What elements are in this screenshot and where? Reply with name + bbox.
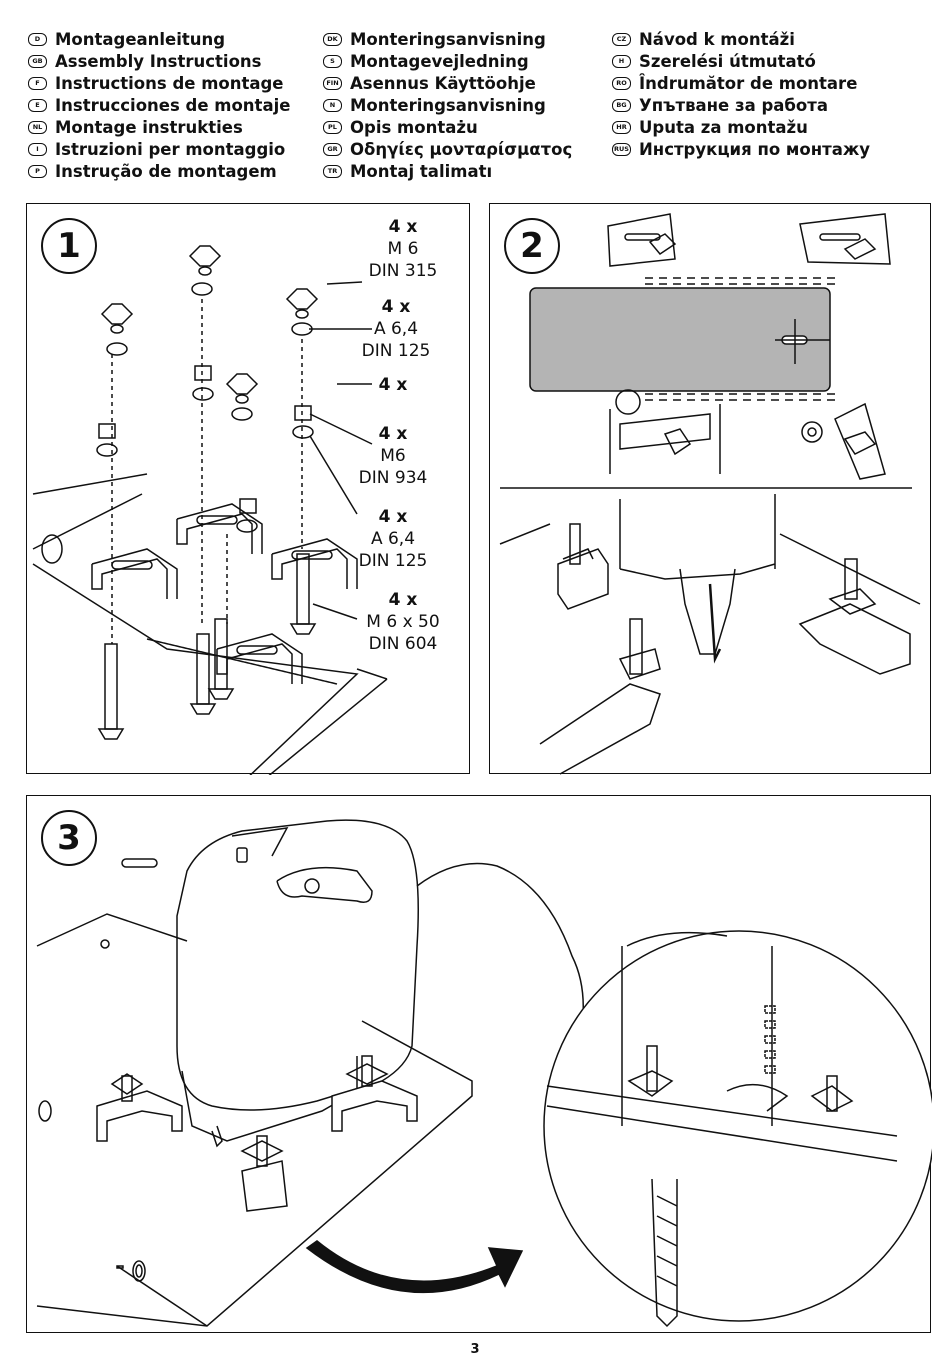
language-title: Montageanleitung bbox=[55, 29, 226, 49]
country-code-badge: PL bbox=[323, 120, 342, 134]
language-title: Asennus Käyttöohje bbox=[350, 73, 536, 93]
clamp-label: 4 x bbox=[378, 375, 408, 395]
language-item: DK Monteringsanvisning bbox=[323, 28, 572, 50]
step-2-panel: 2 bbox=[489, 203, 931, 775]
step-3-number: 3 bbox=[41, 810, 97, 866]
country-code-badge: BG bbox=[612, 98, 631, 112]
country-code-badge: CZ bbox=[612, 32, 631, 46]
country-code-badge: HR bbox=[612, 120, 631, 134]
language-item: H Szerelési útmutató bbox=[612, 50, 870, 72]
step-2-number: 2 bbox=[504, 218, 560, 274]
language-title: Monteringsanvisning bbox=[350, 29, 546, 49]
country-code-badge: I bbox=[28, 142, 47, 156]
country-code-badge: P bbox=[28, 164, 47, 178]
step-2-illustration bbox=[499, 213, 921, 775]
country-code-badge: NL bbox=[28, 120, 47, 134]
language-title: Návod k montáži bbox=[639, 29, 795, 49]
country-code-badge: D bbox=[28, 32, 47, 46]
language-item: PL Opis montażu bbox=[323, 116, 572, 138]
language-item: RUS Инструкция по монтажу bbox=[612, 138, 870, 160]
language-item: N Monteringsanvisning bbox=[323, 94, 572, 116]
language-item: F Instructions de montage bbox=[28, 72, 290, 94]
language-title: Инструкция по монтажу bbox=[639, 139, 871, 159]
country-code-badge: GR bbox=[323, 142, 342, 156]
language-title: Montage instrukties bbox=[55, 117, 243, 137]
language-title: Istruzioni per montaggio bbox=[55, 139, 286, 159]
country-code-badge: GB bbox=[28, 54, 47, 68]
language-item: P Instrução de montagem bbox=[28, 160, 290, 182]
language-title: Assembly Instructions bbox=[55, 51, 262, 71]
language-title: Uputa za montažu bbox=[639, 117, 808, 137]
language-item: HR Uputa za montažu bbox=[612, 116, 870, 138]
step-3-illustration bbox=[36, 819, 932, 1328]
language-item: FIN Asennus Käyttöohje bbox=[323, 72, 572, 94]
language-title: Monteringsanvisning bbox=[350, 95, 546, 115]
language-title: Οδηγίες μονταρίσματος bbox=[350, 139, 573, 159]
country-code-badge: RO bbox=[612, 76, 631, 90]
country-code-badge: TR bbox=[323, 164, 342, 178]
language-item: D Montageanleitung bbox=[28, 28, 290, 50]
language-item: NL Montage instrukties bbox=[28, 116, 290, 138]
country-code-badge: F bbox=[28, 76, 47, 90]
language-item: GB Assembly Instructions bbox=[28, 50, 290, 72]
language-item: S Montagevejledning bbox=[323, 50, 572, 72]
country-code-badge: N bbox=[323, 98, 342, 112]
step-1-number: 1 bbox=[41, 218, 97, 274]
language-title: Îndrumător de montare bbox=[639, 73, 858, 93]
language-title: Instrucciones de montaje bbox=[55, 95, 291, 115]
language-item: GR Οδηγίες μονταρίσματος bbox=[323, 138, 572, 160]
country-code-badge: H bbox=[612, 54, 631, 68]
language-item: TR Montaj talimatı bbox=[323, 160, 572, 182]
language-item: I Istruzioni per montaggio bbox=[28, 138, 290, 160]
step-1-illustration bbox=[32, 245, 388, 775]
language-title: Упътване за работа bbox=[639, 95, 828, 115]
country-code-badge: FIN bbox=[323, 76, 342, 90]
language-title: Montagevejledning bbox=[350, 51, 529, 71]
language-item: CZ Návod k montáži bbox=[612, 28, 870, 50]
country-code-badge: RUS bbox=[612, 142, 631, 156]
language-title: Montaj talimatı bbox=[350, 161, 493, 181]
language-item: RO Îndrumător de montare bbox=[612, 72, 870, 94]
country-code-badge: E bbox=[28, 98, 47, 112]
language-title: Instrução de montagem bbox=[55, 161, 277, 181]
page-number: 3 bbox=[470, 1342, 480, 1357]
language-item: BG Упътване за работа bbox=[612, 94, 870, 116]
country-code-badge: S bbox=[323, 54, 342, 68]
step-3-panel: 3 bbox=[26, 795, 932, 1333]
language-title: Opis montażu bbox=[350, 117, 478, 137]
language-title: Szerelési útmutató bbox=[639, 51, 816, 71]
language-item: E Instrucciones de montaje bbox=[28, 94, 290, 116]
language-title: Instructions de montage bbox=[55, 73, 284, 93]
country-code-badge: DK bbox=[323, 32, 342, 46]
